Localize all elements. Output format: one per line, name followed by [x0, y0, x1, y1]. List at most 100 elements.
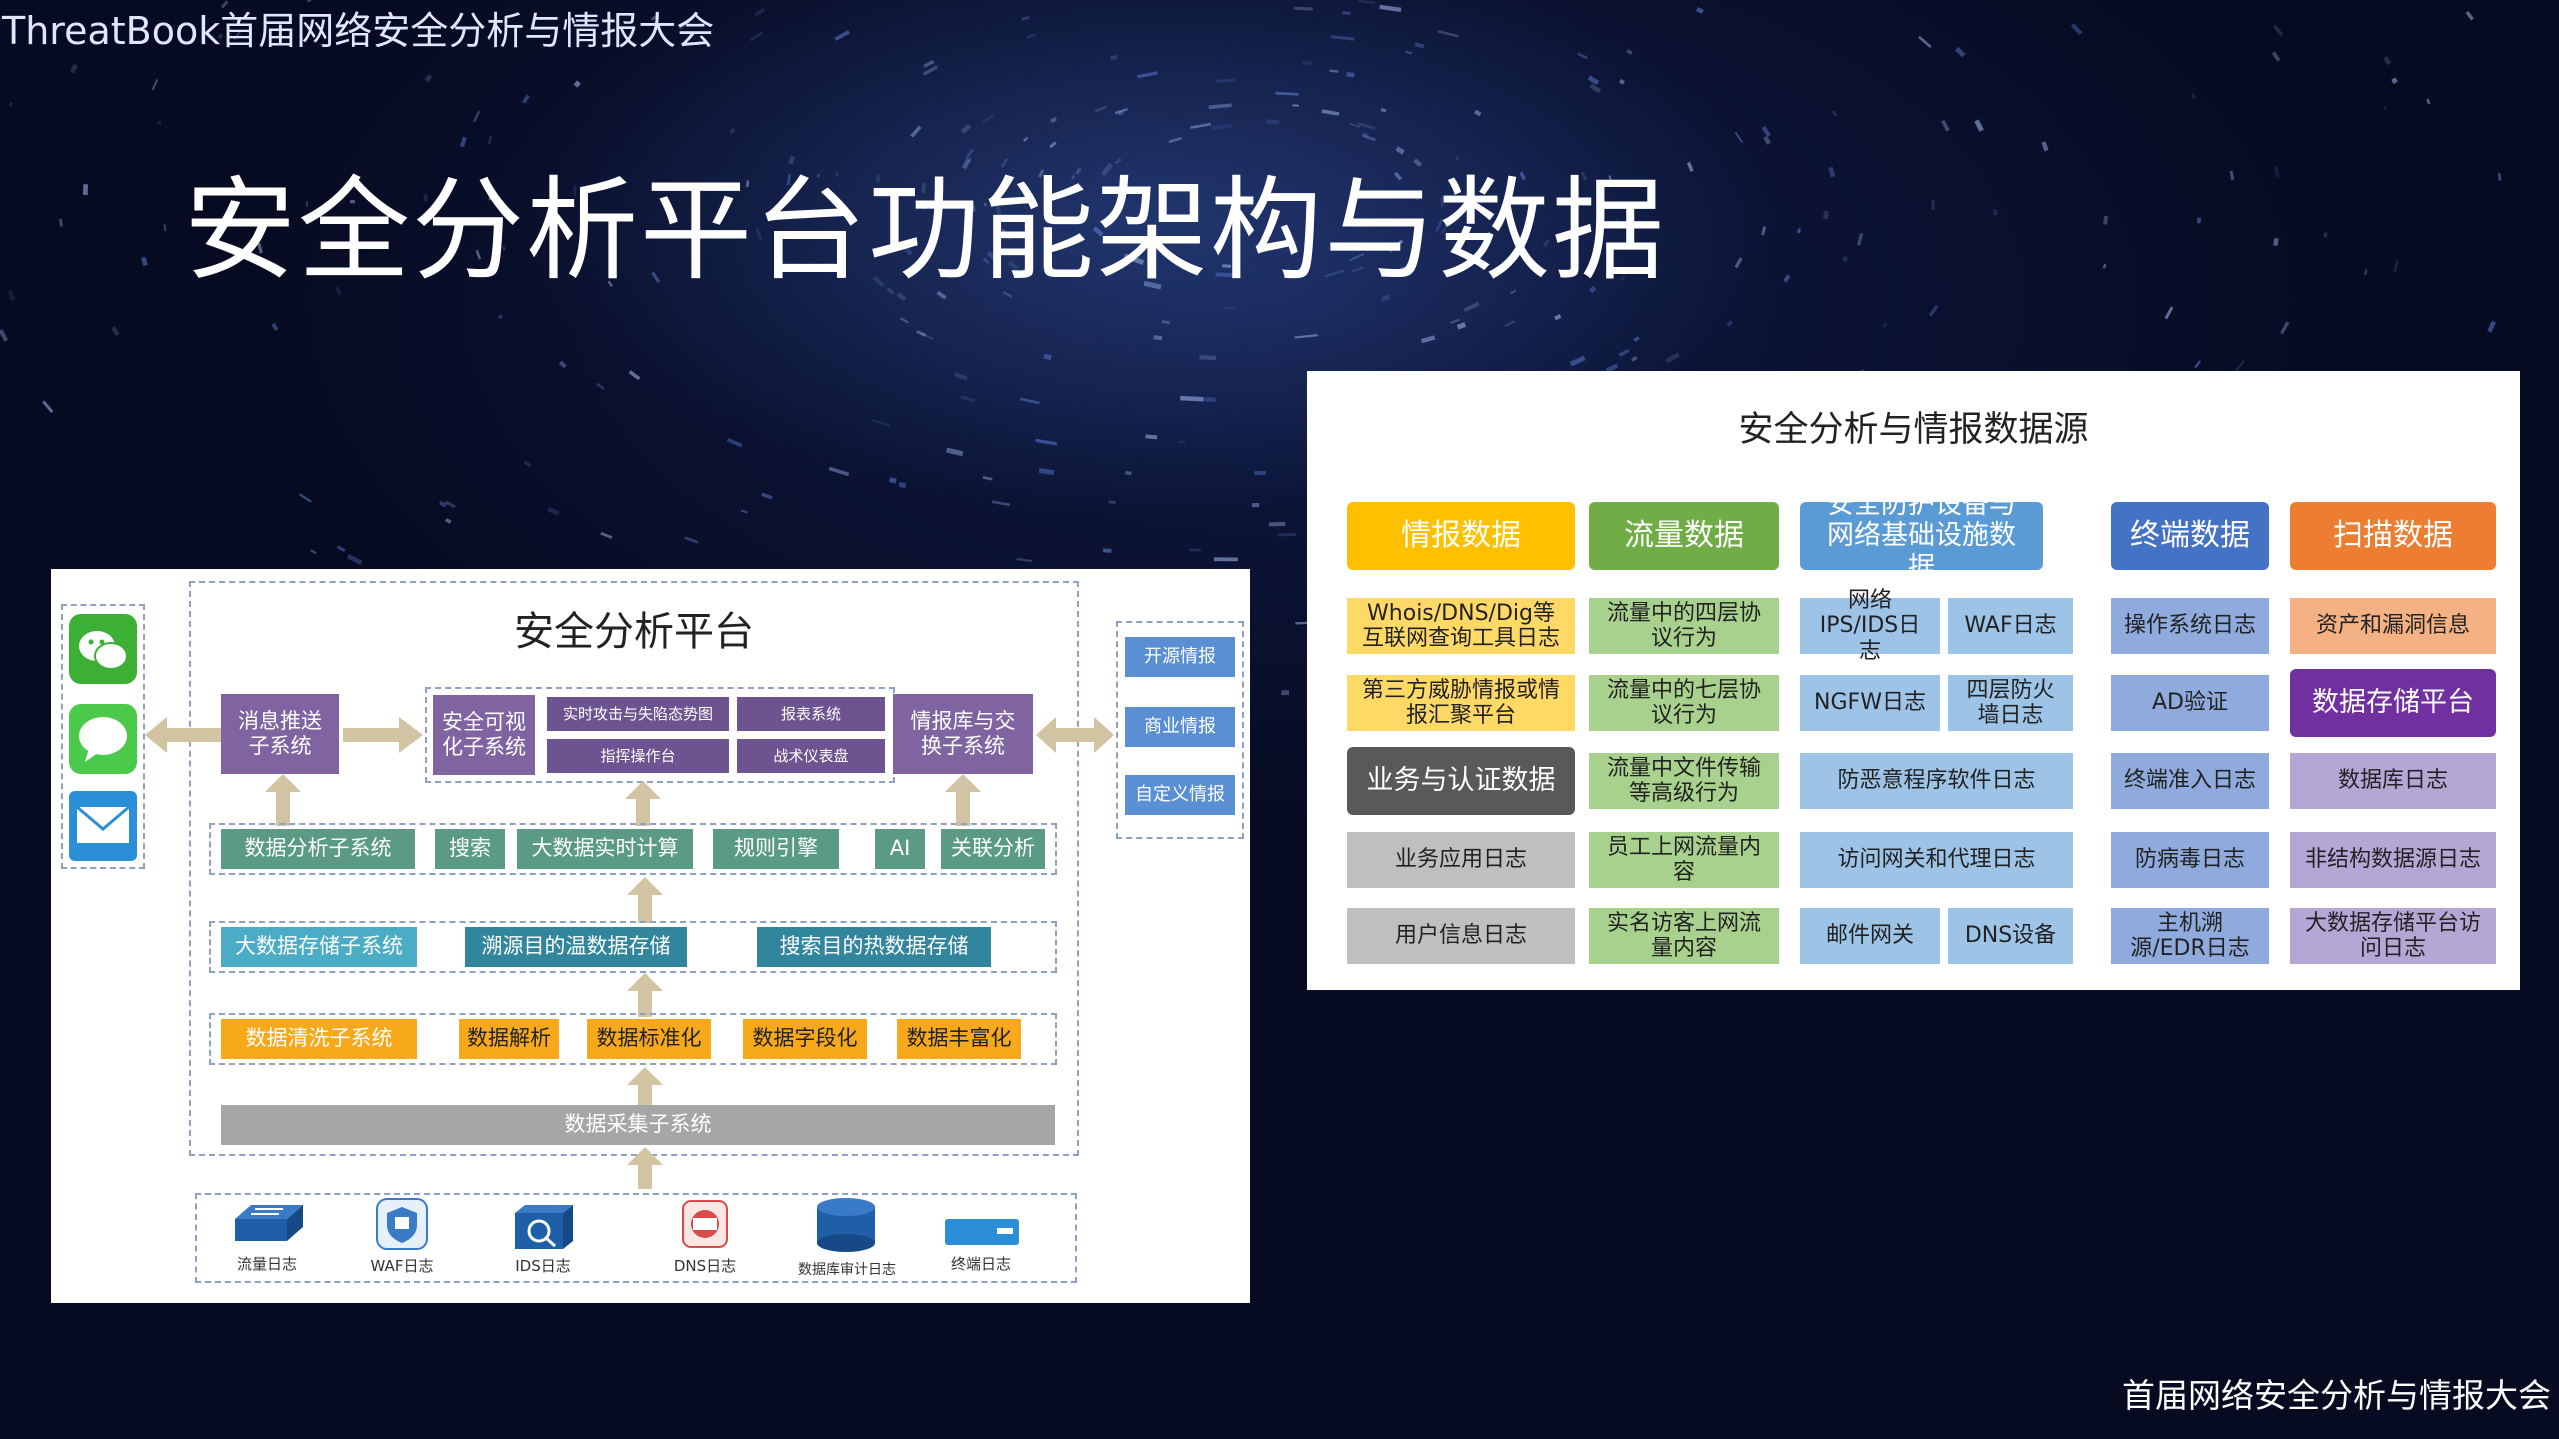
table-cell: 员工上网流量内容: [1589, 832, 1779, 888]
background-streak: [163, 224, 167, 232]
background-streak: [1608, 175, 1612, 180]
background-streak: [522, 94, 530, 104]
analysis-subsystem: 数据分析子系统: [221, 829, 415, 869]
background-streak: [1842, 255, 1849, 263]
background-streak: [1362, 134, 1376, 142]
background-streak: [650, 15, 658, 21]
background-streak: [42, 400, 54, 414]
background-streak: [2363, 268, 2368, 276]
background-streak: [1435, 218, 1444, 232]
background-streak: [1394, 266, 1407, 276]
source-label: WAF日志: [370, 1257, 434, 1275]
table-cell: Whois/DNS/Dig等互联网查询工具日志: [1347, 598, 1575, 654]
wechat-icon: [69, 614, 137, 684]
background-streak: [961, 158, 971, 170]
background-streak: [1362, 132, 1369, 138]
background-streak: [1413, 158, 1423, 168]
background-streak: [1381, 243, 1390, 251]
background-streak: [726, 437, 743, 448]
background-streak: [922, 200, 927, 210]
background-streak: [1857, 233, 1864, 246]
visual-subsystem: 安全可视化子系统: [433, 695, 535, 775]
header-intel: 情报数据: [1347, 502, 1575, 570]
background-streak: [1665, 352, 1681, 364]
background-streak: [922, 65, 939, 76]
background-streak: [888, 477, 897, 484]
background-streak: [1405, 50, 1413, 55]
architecture-diagram: 安全分析平台 消息推送子系统 安全可视化子系统 实时攻击与失陷态势图 报表系统 …: [51, 569, 1250, 1303]
storage-item: 溯源目的温数据存储: [465, 927, 687, 967]
background-streak: [2383, 106, 2387, 111]
background-streak: [299, 493, 312, 503]
background-streak: [1329, 69, 1339, 73]
cleaning-item: 数据字段化: [743, 1019, 867, 1059]
background-streak: [1278, 533, 1297, 537]
background-streak: [1619, 274, 1626, 282]
background-streak: [1292, 104, 1299, 107]
background-streak: [1605, 363, 1619, 373]
table-cell: 非结构数据源日志: [2290, 832, 2496, 888]
background-streak: [1763, 135, 1771, 145]
analysis-item: AI: [875, 829, 925, 869]
background-streak: [2041, 141, 2049, 152]
background-streak: [1050, 116, 1058, 124]
background-streak: [678, 20, 691, 31]
background-streak: [740, 509, 748, 514]
database-icon: [817, 1198, 875, 1252]
analysis-item: 大数据实时计算: [517, 829, 693, 869]
background-streak: [2164, 306, 2174, 320]
background-streak: [1199, 355, 1217, 361]
background-streak: [1918, 35, 1932, 48]
table-cell: AD验证: [2111, 675, 2269, 731]
table-cell: DNS设备: [1948, 908, 2073, 964]
table-cell-highlight: 数据存储平台: [2290, 669, 2496, 737]
background-streak: [257, 242, 263, 254]
background-streak: [1043, 353, 1052, 361]
background-streak: [2393, 260, 2399, 272]
background-streak: [1588, 285, 1597, 294]
background-streak: [1075, 167, 1082, 175]
background-streak: [600, 531, 613, 539]
background-streak: [1211, 123, 1232, 130]
background-streak: [573, 80, 581, 88]
intel-sources-group: [1116, 621, 1244, 839]
background-streak: [986, 250, 998, 262]
arrow-up: [627, 973, 663, 1017]
background-streak: [1456, 322, 1467, 330]
background-streak: [1038, 169, 1045, 178]
background-streak: [2271, 51, 2281, 62]
background-streak: [1954, 46, 1966, 58]
background-streak: [1180, 395, 1204, 402]
table-cell-highlight: 业务与认证数据: [1347, 747, 1575, 815]
background-streak: [444, 500, 456, 509]
background-streak: [1092, 226, 1104, 237]
background-streak: [2194, 360, 2202, 369]
table-cell: 大数据存储平台访问日志: [2290, 908, 2496, 964]
background-streak: [1143, 280, 1162, 290]
background-streak: [1379, 4, 1402, 13]
background-streak: [1761, 125, 1772, 138]
arrow-left: [145, 717, 221, 753]
background-streak: [271, 322, 279, 331]
terminal-icon: [945, 1219, 1019, 1245]
background-streak: [2280, 321, 2290, 335]
page-title: 安全分析平台功能架构与数据: [184, 166, 1666, 296]
header-scan: 扫描数据: [2290, 502, 2496, 570]
visual-item: 指挥操作台: [547, 739, 729, 773]
background-streak: [967, 157, 973, 163]
background-streak: [2103, 215, 2109, 225]
arrow-up: [265, 774, 301, 826]
table-cell: 四层防火墙日志: [1948, 675, 2073, 731]
background-streak: [965, 148, 974, 159]
background-streak: [346, 553, 363, 566]
background-streak: [945, 447, 964, 457]
background-streak: [220, 0, 229, 9]
source-label: 流量日志: [236, 1255, 297, 1273]
background-streak: [1823, 210, 1829, 220]
background-streak: [916, 329, 927, 337]
table-title: 安全分析与情报数据源: [1738, 410, 2089, 450]
arrow-up: [945, 774, 981, 826]
arrow-up: [627, 877, 663, 923]
background-streak: [921, 183, 927, 194]
background-streak: [2383, 56, 2392, 66]
